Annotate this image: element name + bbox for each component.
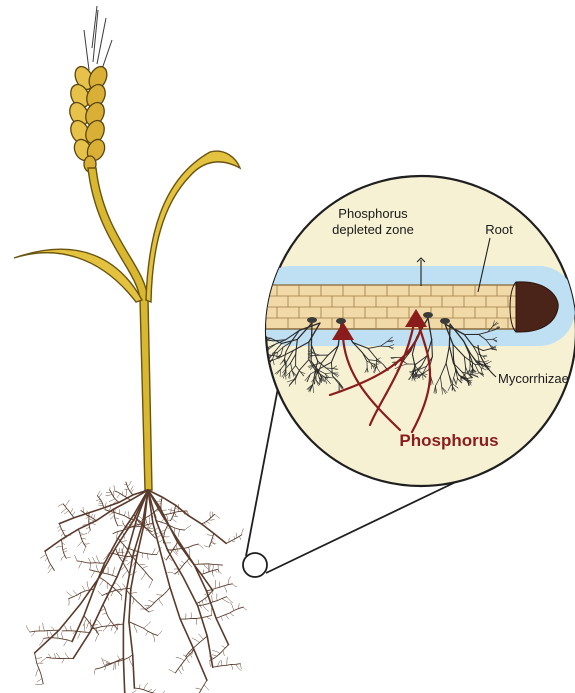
wheat-ear — [66, 64, 110, 172]
awns — [84, 6, 112, 72]
root-system — [26, 481, 247, 693]
zoom-line-lower — [266, 479, 462, 573]
magnifier-circle-icon — [243, 553, 267, 577]
wheat-plant-icon — [14, 6, 240, 490]
depleted-zone-label-line1: Phosphorus — [338, 206, 408, 221]
main-stem — [88, 168, 152, 490]
depleted-zone-label-line2: depleted zone — [332, 222, 414, 237]
root-label: Root — [485, 222, 513, 237]
root-cross-section-icon: Phosphorus depleted zone Root Mycorrhiza… — [255, 176, 575, 486]
phosphorus-label: Phosphorus — [399, 431, 498, 450]
mycorrhizae-label: Mycorrhizae — [498, 371, 569, 386]
right-leaf — [146, 151, 240, 302]
